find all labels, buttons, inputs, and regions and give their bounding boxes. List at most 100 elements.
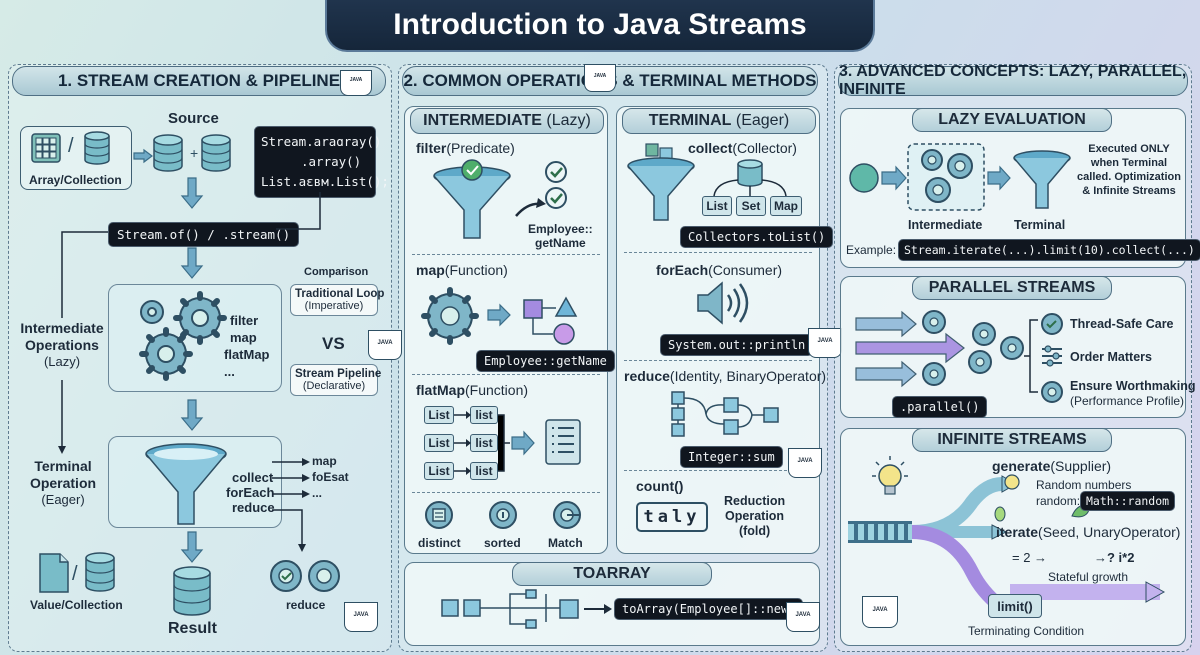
count-label: count(): [636, 478, 684, 494]
source-db-icons: +: [153, 134, 231, 172]
stream-of-code: Stream.of() / .stream(): [108, 222, 300, 247]
section-3-title: 3. ADVANCED CONCEPTS: LAZY, PARALLEL, IN…: [838, 63, 1188, 98]
java-mug-icon: JAVA: [584, 64, 616, 92]
source-label: Source: [168, 110, 219, 127]
distinct-label: distinct: [418, 536, 461, 550]
result-label: Result: [168, 620, 217, 637]
iterate-label: iterate(Seed, UnaryOperator): [996, 524, 1181, 540]
value-collection-label: Value/Collection: [30, 598, 123, 612]
reduce-op-label: reduce(Identity, BinaryOperator): [624, 368, 827, 384]
foreach-code: System.out::println: [660, 334, 814, 356]
parallel-flow-icon: [855, 310, 1024, 388]
list-chip: list: [470, 434, 498, 452]
divider: [412, 374, 600, 375]
op-item: filter: [230, 313, 259, 328]
code-line: .array(): [301, 154, 362, 169]
java-mug-icon: JAVA: [340, 70, 372, 96]
reduce-gears-icon: [270, 560, 340, 592]
stream-pipeline-note: Stream Pipeline (Declarative): [290, 364, 381, 396]
java-mug-icon: JAVA: [344, 602, 378, 632]
flatmap-arrows: [454, 411, 581, 475]
array-collection-box: / Array/Collection: [20, 126, 132, 190]
tally-counter-icon: taly: [636, 502, 708, 532]
example-code: Stream.iterate(...).limit(10).collect(..…: [898, 239, 1200, 261]
reduce-code: Integer::sum: [680, 446, 783, 468]
code-line: Stream.araɑray(): [261, 134, 382, 149]
filter-funnel-icon: [433, 159, 567, 239]
collect-funnel-icon: [627, 143, 695, 221]
section-1-title: 1. STREAM CREATION & PIPELINE: [12, 66, 386, 96]
database-icon: [84, 131, 110, 165]
performance-icon: [1041, 381, 1063, 403]
list-chip: List: [424, 462, 454, 480]
down-arrow: [180, 177, 204, 209]
java-mug-icon: JAVA: [368, 330, 402, 360]
down-arrow: [180, 399, 204, 431]
flatmap-label: flatMap(Function): [416, 382, 529, 398]
op-item: flatMap: [224, 347, 270, 362]
reduce-label: reduce: [286, 598, 326, 612]
limit-chip: limit(): [988, 594, 1042, 618]
divider: [412, 492, 600, 493]
random-line: Random numbers: [1036, 478, 1132, 492]
map-code: Employee::getName: [476, 350, 615, 372]
filter-label: filter(Predicate): [416, 140, 515, 156]
random-code: Math::random: [1080, 491, 1176, 511]
code-line: List.aεвм.List();: [261, 174, 389, 189]
out-label: map: [312, 454, 337, 468]
parallel-bracket: [1024, 319, 1038, 393]
java-mug-icon: JAVA: [862, 596, 898, 628]
map-label: map(Function): [416, 262, 508, 278]
java-mug-icon: JAVA: [786, 602, 820, 632]
collector-chip: Set: [736, 196, 766, 216]
parallel-sub: (Performance Profile): [1070, 394, 1185, 408]
page-title: Introduction to Java Streams: [325, 0, 875, 52]
thread-safe-icon: [1041, 313, 1063, 335]
distinct-icon: [425, 501, 453, 529]
list-chip: List: [424, 434, 454, 452]
iterate-expr: →? i*2: [1094, 550, 1135, 565]
collect-db-icon: [713, 159, 787, 197]
svg-text:+: +: [190, 145, 198, 161]
divider: [412, 254, 600, 255]
parallel-item: Thread-Safe Care: [1070, 317, 1174, 331]
terminal-out-arrows: [272, 458, 310, 552]
down-arrow: [180, 247, 204, 279]
collect-code: Collectors.toList(): [680, 226, 834, 248]
collector-chip: Map: [770, 196, 802, 216]
op-item: collect: [232, 470, 274, 485]
lazy-terminal-label: Terminal: [1014, 218, 1066, 232]
creation-code-block: Stream.araɑray() .array() List.aεвм.List…: [254, 126, 389, 198]
grid-icon: [31, 133, 61, 163]
lazy-header: LAZY EVALUATION: [912, 108, 1112, 132]
parallel-code: .parallel(): [892, 396, 988, 418]
filter-output-label: Employee:: getName: [528, 222, 593, 250]
generate-label: generate(Supplier): [992, 458, 1112, 474]
toarray-code: toArray(Employee[]::new): [614, 598, 804, 620]
out-label: ...: [312, 486, 323, 500]
toarray-diagram: [441, 589, 612, 629]
lazy-flow-icon: [849, 143, 1071, 211]
lazy-note: Executed ONLY when Terminal called. Opti…: [1077, 143, 1181, 197]
terminating-label: Terminating Condition: [968, 624, 1085, 638]
funnel-icon: [145, 443, 227, 525]
reduce-tree-icon: [671, 391, 779, 437]
stateful-label: Stateful growth: [1048, 570, 1129, 584]
collect-label: collect(Collector): [688, 140, 797, 156]
reduction-label: Reduction Operation (fold): [724, 494, 786, 538]
speaker-icon: [697, 281, 749, 325]
match-icon: [553, 501, 581, 529]
lazy-intermediate-label: Intermediate: [908, 218, 983, 232]
op-item: forEach: [226, 485, 275, 500]
array-collection-label: Array/Collection: [29, 173, 122, 187]
match-label: Match: [548, 536, 583, 550]
down-arrow: [180, 531, 204, 563]
left-flow-line: [58, 231, 108, 454]
intermediate-label: Intermediate Operations (Lazy): [20, 320, 104, 369]
terminal-ops-list: collect forEach reduce: [226, 470, 275, 515]
op-item: ...: [224, 364, 235, 379]
terminal-label: Terminal Operation (Eager): [29, 458, 97, 507]
list-chip: List: [424, 406, 454, 424]
iterate-expr: = 2 →: [1012, 550, 1048, 565]
parallel-header: PARALLEL STREAMS: [912, 276, 1112, 300]
